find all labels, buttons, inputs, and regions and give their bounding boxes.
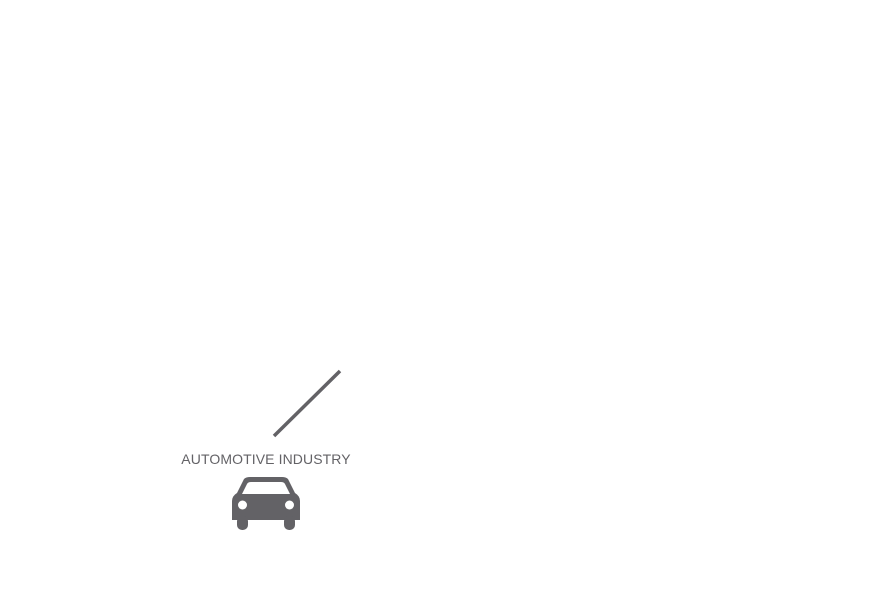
industry-label: AUTOMOTIVE INDUSTRY [181,451,351,467]
car-icon [232,477,300,530]
